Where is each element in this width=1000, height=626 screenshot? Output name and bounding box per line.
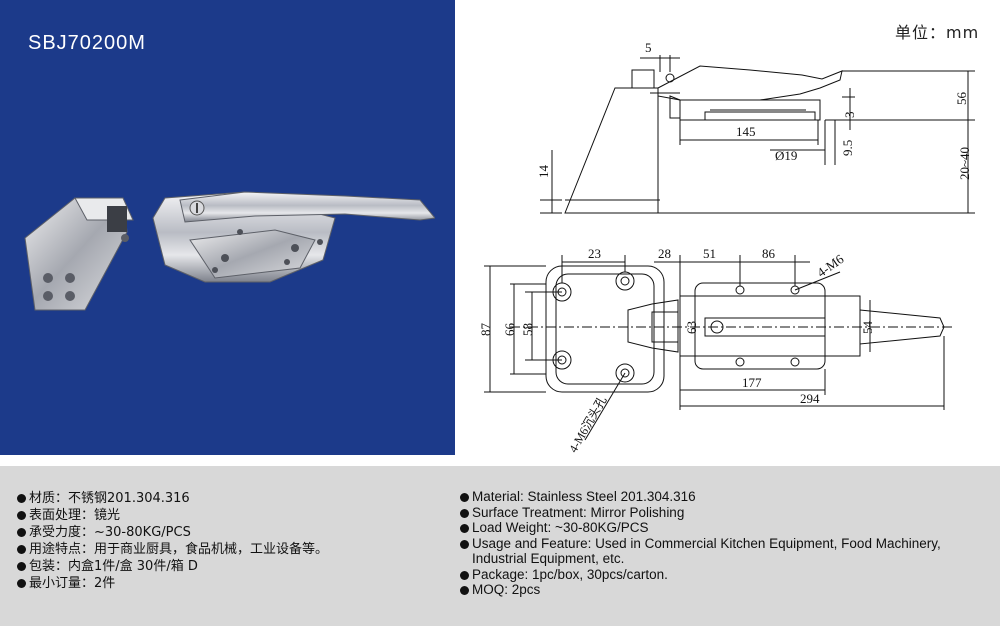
unit-label: 单位：mm <box>895 23 980 42</box>
spec-load-en: Load Weight: ~30-80KG/PCS <box>459 520 989 536</box>
spec-list-chinese: 材质：不锈钢201.304.316 表面处理：镜光 承受力度：~30-80KG/… <box>16 490 328 592</box>
spec-moq-en: MOQ: 2pcs <box>459 582 989 598</box>
spec-material-en: Material: Stainless Steel 201.304.316 <box>459 489 989 505</box>
model-number: SBJ70200M <box>28 32 146 54</box>
dim-5: 5 <box>645 40 652 55</box>
countersunk-hole-callout: 4-M6沉头孔 <box>566 394 609 455</box>
spec-material-cn: 材质：不锈钢201.304.316 <box>16 490 328 507</box>
spec-list-english: Material: Stainless Steel 201.304.316 Su… <box>459 489 989 598</box>
dim-51: 51 <box>703 246 716 261</box>
top-view-drawing: 23 28 51 86 4-M6 87 66 58 63 54 177 294 … <box>478 246 955 455</box>
spec-surface-en: Surface Treatment: Mirror Polishing <box>459 505 989 521</box>
dim-dia-19: Ø19 <box>775 148 797 163</box>
dim-9-5: 9.5 <box>840 140 855 156</box>
spec-package-en: Package: 1pc/box, 30pcs/carton. <box>459 567 989 583</box>
spec-surface-cn: 表面处理：镜光 <box>16 507 328 524</box>
dim-54: 54 <box>860 321 875 335</box>
side-view-drawing: 5 56 3 145 Ø19 9.5 20~40 14 <box>536 40 975 214</box>
spec-package-cn: 包装：内盒1件/盒 30件/箱 D <box>16 558 328 575</box>
dim-28: 28 <box>658 246 671 261</box>
dim-63: 63 <box>684 321 699 334</box>
dim-177: 177 <box>742 375 762 390</box>
spec-load-cn: 承受力度：~30-80KG/PCS <box>16 524 328 541</box>
spec-usage-cn: 用途特点：用于商业厨具，食品机械，工业设备等。 <box>16 541 328 558</box>
dim-87: 87 <box>478 323 493 337</box>
dim-14: 14 <box>536 165 551 179</box>
dim-58: 58 <box>520 323 535 336</box>
dim-20-40: 20~40 <box>957 147 972 180</box>
spec-panel: 材质：不锈钢201.304.316 表面处理：镜光 承受力度：~30-80KG/… <box>0 466 1000 626</box>
spec-usage-en: Usage and Feature: Used in Commercial Ki… <box>459 536 989 567</box>
dim-294: 294 <box>800 391 820 406</box>
spec-moq-cn: 最小订量：2件 <box>16 575 328 592</box>
dim-66: 66 <box>502 323 517 337</box>
dim-56: 56 <box>954 92 969 106</box>
technical-drawing: 5 56 3 145 Ø19 9.5 20~40 14 <box>478 40 975 455</box>
product-photo-panel: SBJ70200M <box>0 0 455 455</box>
dim-86: 86 <box>762 246 776 261</box>
dim-145: 145 <box>736 124 756 139</box>
latch-photo <box>24 191 435 311</box>
dim-3: 3 <box>842 112 857 119</box>
dim-23: 23 <box>588 246 601 261</box>
